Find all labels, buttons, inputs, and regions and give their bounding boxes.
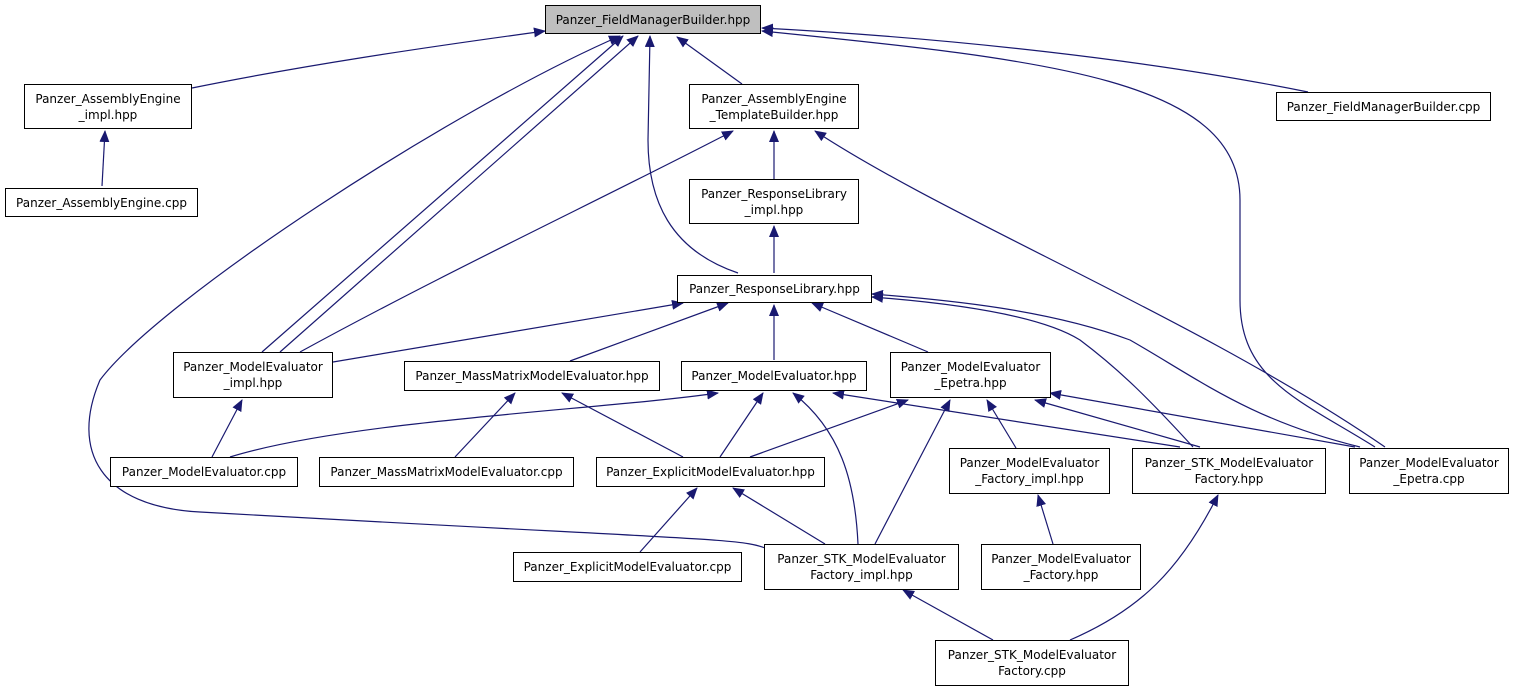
edge-eme-to-me: [719, 392, 764, 458]
node-mass-matrix-model-evaluator-cpp[interactable]: Panzer_MassMatrixModelEvaluator.cpp: [319, 457, 574, 487]
node-response-library-hpp[interactable]: Panzer_ResponseLibrary.hpp: [677, 275, 872, 303]
node-label: Panzer_STK_ModelEvaluator: [777, 552, 946, 566]
edge-stk_fi-to-eme: [732, 487, 826, 545]
edge-me_ep_cpp-to-ae_tb: [814, 130, 1386, 448]
edge-me_cpp-to-me: [229, 389, 719, 458]
node-label: Panzer_FieldManagerBuilder.hpp: [555, 12, 751, 27]
edge-me_ep_cpp-to-me_ep: [1049, 389, 1356, 448]
edge-stk_fi-to-me: [792, 392, 859, 545]
edge-me_impl-to-fmb_hpp-b: [279, 35, 639, 353]
node-model-evaluator-factory-hpp[interactable]: Panzer_ModelEvaluator _Factory.hpp: [981, 544, 1141, 590]
edge-stk_f-to-me_ep: [1034, 398, 1201, 448]
edge-me_ep_cpp-to-rl: [871, 289, 1361, 448]
node-field-manager-builder-hpp: Panzer_FieldManagerBuilder.hpp: [545, 5, 761, 34]
edge-eme-to-mmme: [561, 392, 684, 458]
node-label: _Epetra.hpp: [934, 376, 1007, 390]
node-label: Panzer_ExplicitModelEvaluator.hpp: [606, 465, 815, 479]
node-mass-matrix-model-evaluator-hpp[interactable]: Panzer_MassMatrixModelEvaluator.hpp: [404, 361, 660, 391]
node-model-evaluator-cpp[interactable]: Panzer_ModelEvaluator.cpp: [110, 457, 298, 487]
edge-stk_f-to-rl: [871, 292, 1194, 448]
edge-fmb_cpp-to-fmb_hpp: [761, 23, 1309, 93]
node-label: Panzer_FieldManagerBuilder.cpp: [1286, 99, 1481, 114]
node-assembly-engine-template-builder-hpp[interactable]: Panzer_AssemblyEngine_TemplateBuilder.hp…: [689, 84, 859, 129]
node-field-manager-builder-cpp[interactable]: Panzer_FieldManagerBuilder.cpp: [1276, 92, 1491, 121]
node-label: Factory.hpp: [1194, 472, 1264, 486]
edge-stk_f_cpp-to-stk_fi: [902, 589, 994, 641]
node-label: Panzer_ModelEvaluator: [900, 360, 1041, 374]
node-model-evaluator-impl-hpp[interactable]: Panzer_ModelEvaluator _impl.hpp: [173, 352, 333, 398]
node-response-library-impl-hpp[interactable]: Panzer_ResponseLibrary_impl.hpp: [689, 179, 859, 224]
edge-stk_f-to-me: [832, 389, 1181, 448]
node-label: Panzer_ResponseLibrary.hpp: [689, 282, 860, 296]
edge-me_impl-to-ae_tb: [299, 130, 734, 353]
edge-me_fi-to-me_ep: [986, 399, 1017, 449]
node-label: Panzer_AssemblyEngine: [701, 91, 847, 106]
node-label: Panzer_MassMatrixModelEvaluator.cpp: [330, 465, 563, 479]
node-model-evaluator-epetra-cpp[interactable]: Panzer_ModelEvaluator _Epetra.cpp: [1349, 448, 1509, 494]
node-assembly-engine-cpp[interactable]: Panzer_AssemblyEngine.cpp: [5, 188, 198, 217]
node-label: Factory.cpp: [998, 664, 1066, 678]
edge-eme_cpp-to-eme: [639, 487, 698, 553]
edge-rl-to-fmb_hpp: [644, 35, 739, 274]
node-label: Panzer_MassMatrixModelEvaluator.hpp: [415, 369, 649, 383]
node-label: _TemplateBuilder.hpp: [709, 107, 839, 122]
node-label: _Factory.hpp: [1023, 568, 1099, 582]
edge-me_ep-to-rl: [811, 302, 929, 353]
node-label: Panzer_STK_ModelEvaluator: [1144, 456, 1314, 470]
node-label: _Factory_impl.hpp: [975, 472, 1084, 486]
node-label: _impl.hpp: [78, 107, 138, 122]
edge-stk_f_cpp-to-stk_f: [1069, 494, 1219, 641]
node-model-evaluator-epetra-hpp[interactable]: Panzer_ModelEvaluator _Epetra.hpp: [890, 352, 1051, 398]
node-model-evaluator-factory-impl-hpp[interactable]: Panzer_ModelEvaluator _Factory_impl.hpp: [949, 448, 1110, 494]
node-label: Panzer_ModelEvaluator.hpp: [691, 369, 857, 383]
node-model-evaluator-hpp[interactable]: Panzer_ModelEvaluator.hpp: [681, 361, 867, 391]
node-assembly-engine-impl-hpp[interactable]: Panzer_AssemblyEngine_impl.hpp: [24, 84, 192, 129]
edge-mmme_cpp-to-mmme: [454, 392, 516, 458]
node-label: Panzer_ModelEvaluator: [959, 456, 1100, 470]
node-label: Panzer_ExplicitModelEvaluator.cpp: [523, 560, 732, 574]
node-label: Panzer_ModelEvaluator: [991, 552, 1131, 566]
node-label: Panzer_ModelEvaluator: [183, 360, 323, 374]
edge-me_f-to-me_fi: [1036, 494, 1054, 545]
edge-stk_fi-to-fmb_hpp: [88, 35, 766, 549]
edge-ae_cpp-to-ae_impl: [99, 130, 110, 187]
edge-ae_impl-to-fmb_hpp: [191, 27, 546, 89]
node-label: Panzer_ModelEvaluator: [1359, 456, 1499, 470]
edge-me_impl-to-fmb_hpp-a: [261, 35, 624, 353]
edge-mmme-to-rl: [569, 302, 729, 362]
edge-eme-to-me_ep: [749, 399, 909, 458]
node-explicit-model-evaluator-hpp[interactable]: Panzer_ExplicitModelEvaluator.hpp: [596, 457, 825, 487]
node-label: Factory_impl.hpp: [810, 568, 913, 582]
node-label: Panzer_AssemblyEngine.cpp: [16, 195, 187, 210]
node-explicit-model-evaluator-cpp[interactable]: Panzer_ExplicitModelEvaluator.cpp: [513, 552, 742, 582]
edge-ae_tb-to-fmb_hpp: [676, 36, 743, 85]
node-label: Panzer_STK_ModelEvaluator: [947, 648, 1117, 662]
node-label: _Epetra.cpp: [1393, 472, 1465, 486]
edge-me_impl-to-rl: [332, 299, 684, 363]
node-label: Panzer_ModelEvaluator.cpp: [121, 465, 287, 479]
edge-stk_fi-to-me_ep: [874, 399, 951, 545]
edge-me_cpp-to-me_impl: [211, 399, 243, 458]
node-label: Panzer_AssemblyEngine: [35, 91, 181, 106]
edge-me_ep_cpp-to-fmb_hpp: [761, 27, 1376, 448]
node-label: Panzer_ResponseLibrary: [701, 186, 847, 201]
node-label: _impl.hpp: [744, 202, 804, 217]
node-label: _impl.hpp: [223, 376, 283, 390]
